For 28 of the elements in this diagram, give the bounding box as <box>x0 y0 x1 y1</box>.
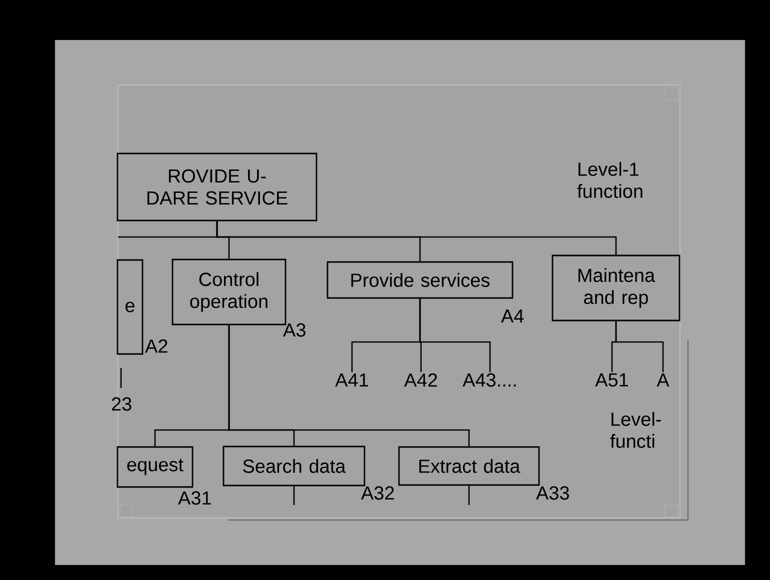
label-text: A4 <box>501 309 524 323</box>
connector-line <box>293 486 295 505</box>
branch-label: A42 <box>404 373 437 387</box>
process-box: Extract data <box>398 446 540 486</box>
process-box: equest <box>116 446 194 488</box>
label-text: A33 <box>536 486 569 500</box>
connector-line <box>419 298 491 372</box>
connector-line <box>216 221 617 255</box>
process-box: Provide services <box>326 261 514 299</box>
branch-label: A43.... <box>462 373 516 387</box>
label-text: Level-1 function <box>577 162 642 198</box>
branch-label: A41 <box>335 373 368 387</box>
label-text: Level- functi <box>610 412 661 448</box>
connector-line <box>468 486 470 505</box>
label-text: A32 <box>361 486 394 500</box>
label-text: A2 <box>145 339 168 353</box>
connector-line <box>228 325 470 446</box>
process-box: Maintena and rep <box>552 254 680 322</box>
process-box: ROVIDE U-DARE SERVICE <box>116 152 318 222</box>
process-box: e <box>116 259 144 355</box>
label-text: A31 <box>178 491 211 505</box>
branch-label: A <box>656 373 670 387</box>
connector-line <box>615 321 664 372</box>
process-box: Control operation <box>172 258 286 326</box>
label-text: A3 <box>283 323 306 337</box>
branch-label: A51 <box>595 373 628 387</box>
process-box: Search data <box>222 446 366 486</box>
label-text: 23 <box>112 397 132 411</box>
